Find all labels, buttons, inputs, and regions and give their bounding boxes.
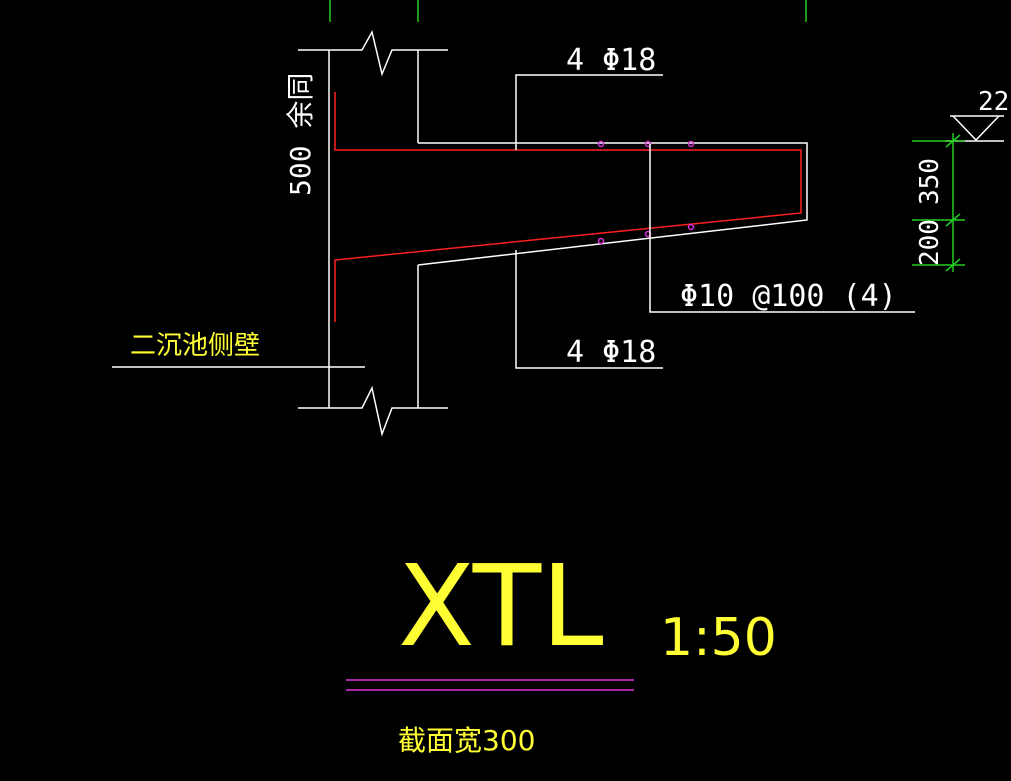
scale-label: 1:50 [660,608,777,668]
dimension-chain [912,133,965,272]
wall-outline [298,29,448,437]
rebar-line [334,92,802,322]
dimension-350-label: 350 [915,158,945,205]
top-rebar-label: 4 Φ18 [566,43,656,78]
wall-name-label: 二沉池侧壁 [130,331,260,361]
elevation-symbol [945,115,1004,142]
elevation-label: 22 [978,87,1009,117]
bottom-rebar-label: 4 Φ18 [566,335,656,370]
dimension-200-label: 200 [915,219,945,266]
drawing-title: XTL [398,542,604,672]
section-width-label: 截面宽300 [398,724,535,757]
leader-lines [112,74,915,369]
wall-height-label: 500 余同 [284,73,317,196]
top-grid-ticks [329,0,807,22]
title-underline [346,679,634,691]
corbel-outline [417,142,808,266]
stirrup-label: Φ10 @100 (4) [680,279,897,314]
